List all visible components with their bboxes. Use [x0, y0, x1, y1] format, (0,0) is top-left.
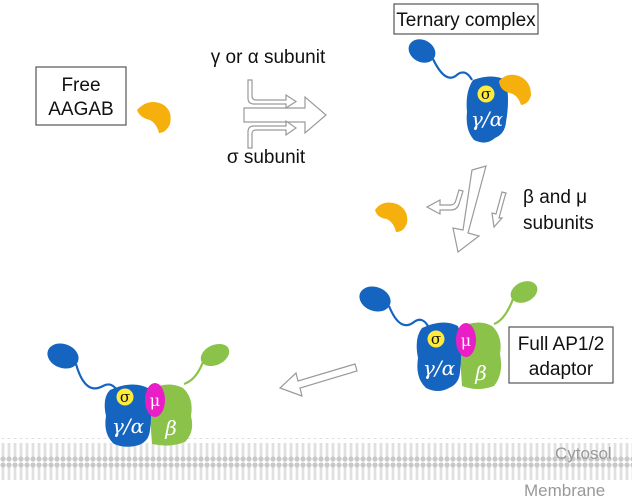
- sigma-subunit: [477, 85, 495, 103]
- assembly-arrow-step3: [278, 363, 358, 397]
- ternary-complex-box: Ternary complex: [393, 3, 539, 35]
- assembly-arrow-step2: [425, 165, 507, 254]
- free-aagab-box: Free AAGAB: [35, 66, 127, 126]
- free-aagab-label-line2: AAGAB: [48, 99, 113, 120]
- gamma-alpha-ear: [359, 286, 391, 312]
- mu-subunit: [145, 383, 165, 417]
- gamma-alpha-glyph: γ/α: [423, 356, 456, 380]
- gamma-alpha-ear: [408, 39, 436, 63]
- sigma-subunit-label: σ subunit: [227, 147, 306, 168]
- gamma-alpha-trunk: [104, 384, 152, 447]
- released-aagab: [375, 202, 408, 232]
- membrane-bound-adaptor: β σ μ γ/α: [47, 343, 230, 447]
- full-adaptor-box: Full AP1/2 adaptor: [508, 326, 614, 384]
- membrane-bilayer: [0, 438, 632, 480]
- cytosol-label: Cytosol: [555, 444, 612, 463]
- beta-hinge: [183, 361, 205, 386]
- gamma-alpha-hinge: [432, 58, 473, 81]
- sigma-glyph: σ: [481, 85, 491, 103]
- assembly-arrow-step1: [243, 79, 327, 149]
- beta-mu-label-line2: subunits: [523, 213, 594, 234]
- full-adaptor-protein: β σ μ γ/α: [359, 281, 538, 391]
- beta-hinge: [493, 298, 515, 326]
- beta-mu-label-line1: β and μ: [523, 187, 587, 208]
- gamma-alpha-ear: [47, 343, 79, 369]
- sigma-subunit: [116, 388, 134, 406]
- gamma-alpha-glyph: γ/α: [112, 414, 145, 438]
- ternary-complex-label: Ternary complex: [396, 10, 536, 31]
- membrane-label: Membrane: [524, 481, 605, 500]
- gamma-alpha-glyph: γ/α: [471, 107, 504, 131]
- free-aagab-protein: [137, 102, 171, 133]
- gamma-alpha-hinge: [387, 305, 429, 327]
- sigma-glyph: σ: [431, 330, 441, 348]
- free-aagab-label-line1: Free: [61, 75, 100, 96]
- sigma-glyph: σ: [120, 388, 130, 406]
- mu-glyph: μ: [461, 331, 471, 350]
- beta-glyph: β: [164, 416, 177, 440]
- mu-subunit: [456, 323, 476, 357]
- beta-glyph: β: [474, 361, 487, 385]
- gamma-alpha-trunk: [466, 76, 508, 143]
- gamma-alpha-subunit-label: γ or α subunit: [211, 47, 326, 68]
- ternary-complex-protein: σ γ/α: [408, 39, 531, 143]
- full-adaptor-label-line1: Full AP1/2: [518, 334, 605, 355]
- full-adaptor-label-line2: adaptor: [529, 359, 594, 380]
- mu-glyph: μ: [150, 391, 160, 410]
- beta-ear: [510, 281, 538, 303]
- beta-ear: [200, 343, 230, 367]
- gamma-alpha-hinge: [74, 363, 119, 393]
- sigma-subunit: [427, 330, 445, 348]
- bound-aagab: [499, 74, 531, 105]
